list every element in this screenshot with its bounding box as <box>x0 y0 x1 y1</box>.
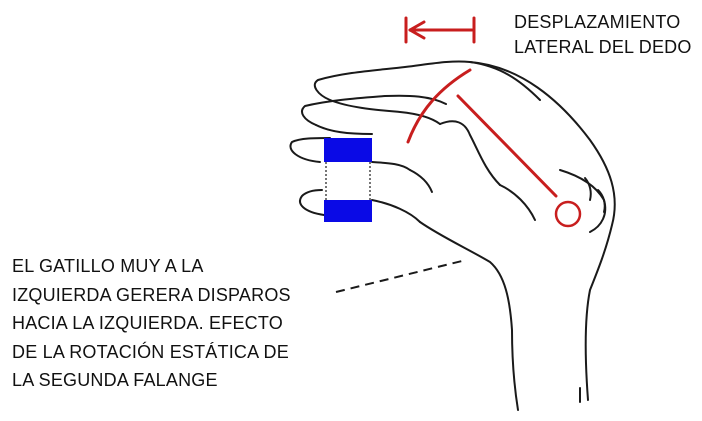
trigger-top-block <box>324 138 372 162</box>
little-finger-outline <box>299 189 325 216</box>
palm-outline <box>419 221 519 411</box>
finger-crease-small <box>597 189 606 213</box>
trigger-bottom-block <box>324 200 372 222</box>
index-finger-lower <box>329 99 441 125</box>
trigger <box>324 138 372 222</box>
knuckle-crease-2 <box>409 169 433 193</box>
lower-finger-outline <box>289 137 331 163</box>
finger-crease-small-2 <box>584 177 592 201</box>
middle-finger-outline <box>301 94 447 126</box>
rotation-axis-line <box>456 94 558 198</box>
lower-finger-tip <box>371 161 411 171</box>
pivot-circle <box>554 200 582 228</box>
finger-displacement-arc <box>406 68 472 144</box>
trigger-note-label: EL GATILLO MUY A LA IZQUIERDA GERERA DIS… <box>12 256 291 390</box>
lateral-shift-label: DESPLAZAMIENTO LATERAL DEL DEDO <box>514 12 692 57</box>
leader-line <box>335 259 467 293</box>
knuckle-crease-1 <box>439 120 501 186</box>
lateral-shift-arrow-icon <box>404 16 476 44</box>
little-finger-lower <box>371 199 421 223</box>
knuckle-crease-3 <box>499 184 536 221</box>
index-finger-outline <box>313 60 541 101</box>
hand-back-outline <box>469 61 616 401</box>
middle-finger-lower <box>315 124 373 135</box>
